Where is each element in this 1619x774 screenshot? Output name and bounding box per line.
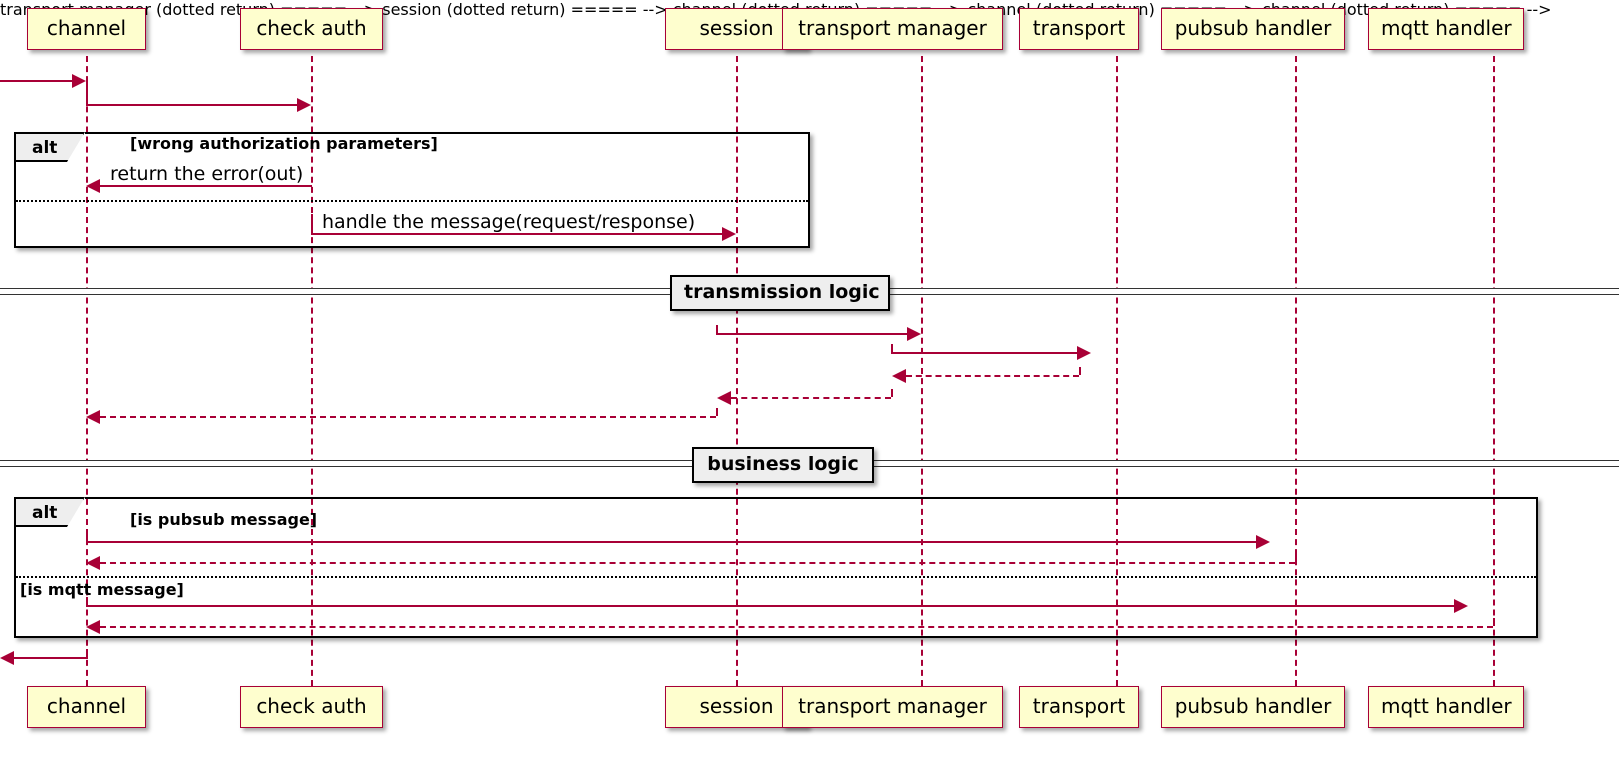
msg-tm-transport-stub [891, 344, 893, 352]
msg-tm-transport-line [891, 352, 1078, 354]
lifeline-pubsub-handler [1295, 56, 1297, 686]
participant-mqtt-handler-top[interactable]: mqtt handler [1368, 8, 1524, 50]
fragment-keyword-text: alt [32, 503, 58, 523]
participant-check-auth-top[interactable]: check auth [240, 8, 383, 50]
msg-tm-transport-arrowhead [1077, 346, 1091, 360]
fragment-keyword-text: alt [32, 138, 58, 158]
participant-label: mqtt handler [1381, 694, 1512, 718]
participant-label: transport [1032, 16, 1126, 40]
participant-mqtt-handler-bottom[interactable]: mqtt handler [1368, 686, 1524, 728]
fragment-alt-authorization: alt [14, 132, 810, 248]
participant-pubsub-handler-top[interactable]: pubsub handler [1161, 8, 1345, 50]
participant-label: mqtt handler [1381, 16, 1512, 40]
msg-channel-pubsub-arrowhead [1256, 535, 1270, 549]
msg-mqtt-channel-return-stub [1493, 618, 1495, 626]
divider-business-logic: business logic [692, 447, 874, 483]
participant-transport-manager-top[interactable]: transport manager [782, 8, 1003, 50]
msg-handle-message-arrowhead [722, 227, 736, 241]
lifeline-check-auth [311, 56, 313, 686]
participant-label: session [699, 694, 774, 718]
divider-transmission-line-left [0, 288, 690, 295]
msg-tm-session-return-stub [891, 389, 893, 397]
msg-pubsub-channel-return-line [100, 562, 1295, 564]
participant-label: session [699, 16, 774, 40]
msg-session-channel-return-stub [716, 408, 718, 416]
msg-inbound-channel-line [0, 80, 72, 82]
participant-label: check auth [256, 16, 367, 40]
msg-return-error-line [100, 185, 312, 187]
fragment-keyword-label: alt [16, 497, 86, 527]
lifeline-transport-manager [921, 56, 923, 686]
lifeline-session [736, 56, 738, 686]
divider-label: business logic [707, 453, 859, 475]
participant-label: pubsub handler [1174, 694, 1332, 718]
participant-label: check auth [256, 694, 367, 718]
fragment-condition-is-mqtt: [is mqtt message] [20, 580, 184, 599]
msg-session-tm-arrowhead [907, 327, 921, 341]
msg-channel-pubsub-line [86, 541, 1257, 543]
divider-transmission-line-right [884, 288, 1619, 295]
msg-outbound-channel-arrowhead [0, 651, 14, 665]
participant-label: channel [46, 694, 127, 718]
fragment-condition-wrong-auth: [wrong authorization parameters] [130, 134, 438, 153]
msg-inbound-channel-arrowhead [72, 74, 86, 88]
msg-mqtt-channel-return-line [100, 626, 1493, 628]
fragment-alt-authorization-else-divider [16, 200, 808, 202]
msg-channel-checkauth-arrowhead [297, 98, 311, 112]
msg-channel-mqtt-line [86, 605, 1455, 607]
msg-mqtt-channel-return-arrowhead [86, 620, 100, 634]
participant-label: transport manager [798, 694, 987, 718]
msg-return-error-label: return the error(out) [110, 163, 304, 185]
lifeline-channel [86, 56, 88, 686]
participant-channel-bottom[interactable]: channel [27, 686, 146, 728]
msg-channel-pubsub-stub [86, 533, 88, 541]
msg-return-error-arrowhead [86, 179, 100, 193]
lifeline-mqtt-handler [1493, 56, 1495, 686]
msg-outbound-channel-line [14, 657, 88, 659]
msg-channel-mqtt-stub [86, 597, 88, 605]
msg-channel-checkauth-line [86, 104, 297, 106]
msg-transport-tm-return-line [906, 375, 1079, 377]
msg-pubsub-channel-return-arrowhead [86, 556, 100, 570]
lifeline-transport [1116, 56, 1118, 686]
participant-channel-top[interactable]: channel [27, 8, 146, 50]
participant-pubsub-handler-bottom[interactable]: pubsub handler [1161, 686, 1345, 728]
msg-handle-message-label: handle the message(request/response) [322, 211, 696, 233]
msg-channel-mqtt-arrowhead [1454, 599, 1468, 613]
fragment-alt-message-type: alt [14, 497, 1538, 638]
participant-check-auth-bottom[interactable]: check auth [240, 686, 383, 728]
msg-outbound-channel-stub [86, 649, 88, 657]
msg-handle-message-stub [311, 214, 313, 233]
fragment-alt-message-type-else-divider [16, 576, 1536, 578]
participant-label: channel [46, 16, 127, 40]
participant-label: transport [1032, 694, 1126, 718]
msg-pubsub-channel-return-stub [1295, 554, 1297, 562]
divider-business-line-left [0, 460, 700, 467]
participant-label: transport manager [798, 16, 987, 40]
msg-session-channel-return-arrowhead [86, 410, 100, 424]
participant-label: pubsub handler [1174, 16, 1332, 40]
msg-handle-message-line [311, 233, 722, 235]
msg-session-channel-return-line [100, 416, 716, 418]
participant-transport-bottom[interactable]: transport [1019, 686, 1139, 728]
divider-label: transmission logic [684, 281, 880, 303]
divider-transmission-logic: transmission logic [670, 275, 890, 311]
fragment-keyword-label: alt [16, 132, 86, 162]
msg-session-tm-stub [716, 325, 718, 333]
participant-transport-top[interactable]: transport [1019, 8, 1139, 50]
msg-transport-tm-return-arrowhead [892, 369, 906, 383]
fragment-condition-is-pubsub: [is pubsub message] [130, 510, 318, 529]
msg-tm-session-return-line [731, 397, 891, 399]
msg-transport-tm-return-stub [1079, 367, 1081, 375]
msg-tm-session-return-arrowhead [717, 391, 731, 405]
msg-channel-checkauth-stub [86, 80, 88, 104]
divider-business-line-right [866, 460, 1619, 467]
msg-session-tm-line [716, 333, 908, 335]
participant-transport-manager-bottom[interactable]: transport manager [782, 686, 1003, 728]
